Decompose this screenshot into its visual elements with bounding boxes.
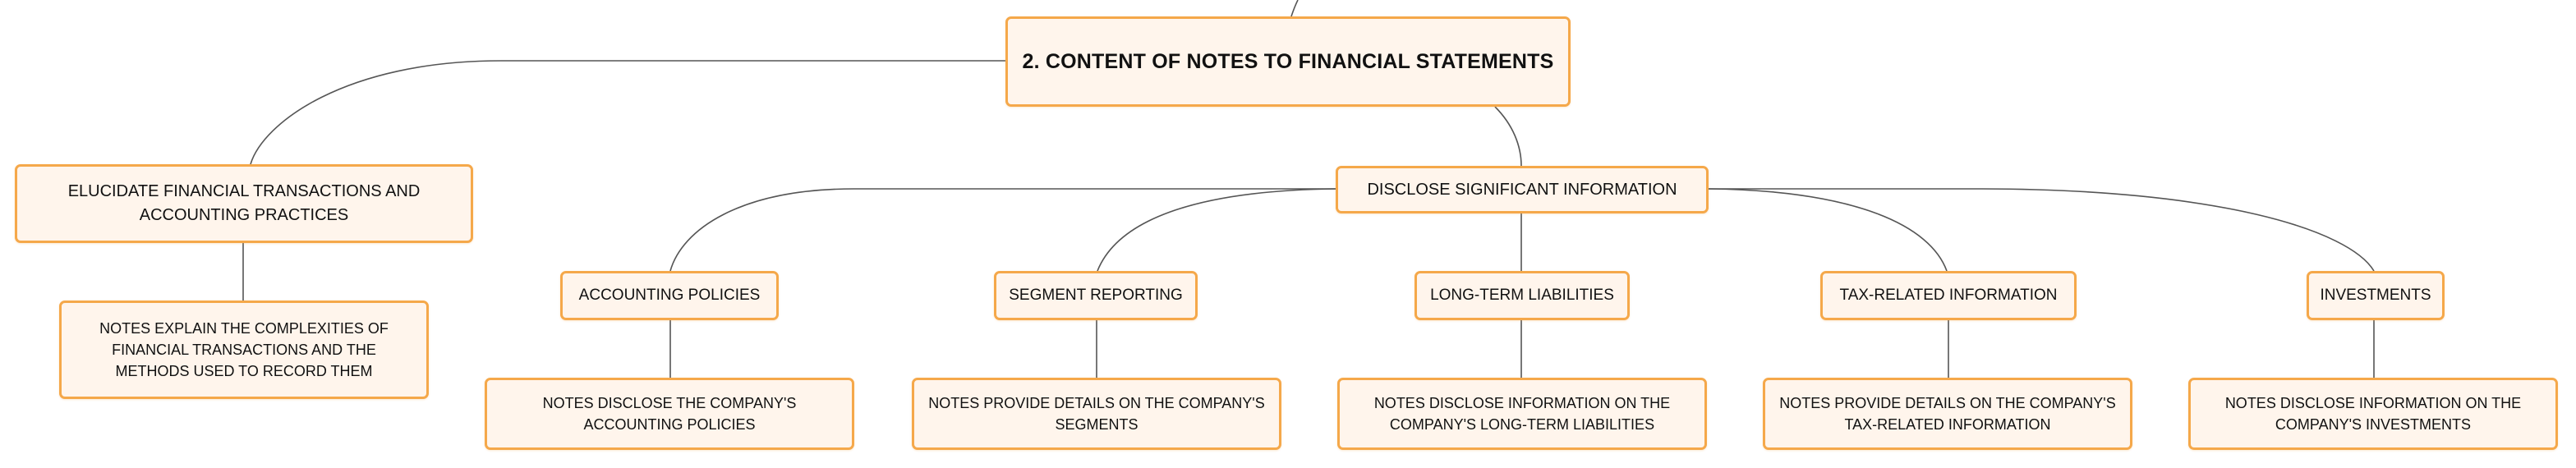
note-long-term-liabilities-text: NOTES DISCLOSE INFORMATION ON THE COMPAN… [1373,394,1671,433]
connector-root-elucidate [250,60,1005,165]
topic-disclose-label: DISCLOSE SIGNIFICANT INFORMATION [1367,180,1677,199]
connector-root-disclose [1494,106,1522,167]
topic-elucidate[interactable]: ELUCIDATE FINANCIAL TRANSACTIONS AND ACC… [15,164,473,243]
note-segment-reporting[interactable]: NOTES PROVIDE DETAILS ON THE COMPANY'S S… [912,378,1281,450]
root-node[interactable]: 2. CONTENT OF NOTES TO FINANCIAL STATEME… [1005,16,1571,107]
subtopic-tax-related-information-label: TAX-RELATED INFORMATION [1839,287,2058,305]
note-investments-text: NOTES DISCLOSE INFORMATION ON THE COMPAN… [2224,394,2522,433]
note-accounting-policies[interactable]: NOTES DISCLOSE THE COMPANY'S ACCOUNTING … [485,378,854,450]
connector-parent-root [1290,0,1299,17]
note-investments[interactable]: NOTES DISCLOSE INFORMATION ON THE COMPAN… [2188,378,2558,450]
root-node-label: 2. CONTENT OF NOTES TO FINANCIAL STATEME… [1022,49,1554,73]
note-long-term-liabilities[interactable]: NOTES DISCLOSE INFORMATION ON THE COMPAN… [1337,378,1707,450]
subtopic-accounting-policies[interactable]: ACCOUNTING POLICIES [560,271,779,320]
subtopic-tax-related-information[interactable]: TAX-RELATED INFORMATION [1820,271,2077,320]
note-accounting-policies-text: NOTES DISCLOSE THE COMPANY'S ACCOUNTING … [542,394,797,433]
note-segment-reporting-text: NOTES PROVIDE DETAILS ON THE COMPANY'S S… [928,394,1265,433]
note-tax-related-information[interactable]: NOTES PROVIDE DETAILS ON THE COMPANY'S T… [1763,378,2132,450]
topic-disclose[interactable]: DISCLOSE SIGNIFICANT INFORMATION [1336,166,1709,213]
topic-elucidate-label: ELUCIDATE FINANCIAL TRANSACTIONS AND ACC… [67,182,421,224]
subtopic-segment-reporting[interactable]: SEGMENT REPORTING [994,271,1198,320]
connector-disclose-accounting [669,188,1336,272]
subtopic-investments[interactable]: INVESTMENTS [2307,271,2445,320]
subtopic-long-term-liabilities[interactable]: LONG-TERM LIABILITIES [1414,271,1630,320]
subtopic-long-term-liabilities-label: LONG-TERM LIABILITIES [1430,287,1614,305]
subtopic-investments-label: INVESTMENTS [2320,287,2431,305]
connector-disclose-tax [1708,188,1948,272]
note-elucidate-text: NOTES EXPLAIN THE COMPLEXITIES OF FINANC… [99,319,389,380]
connector-disclose-investments [1709,188,2375,272]
subtopic-accounting-policies-label: ACCOUNTING POLICIES [578,287,761,305]
note-elucidate[interactable]: NOTES EXPLAIN THE COMPLEXITIES OF FINANC… [59,301,429,399]
note-tax-related-information-text: NOTES PROVIDE DETAILS ON THE COMPANY'S T… [1779,394,2116,433]
connector-disclose-segment [1097,188,1336,272]
subtopic-segment-reporting-label: SEGMENT REPORTING [1009,287,1183,305]
